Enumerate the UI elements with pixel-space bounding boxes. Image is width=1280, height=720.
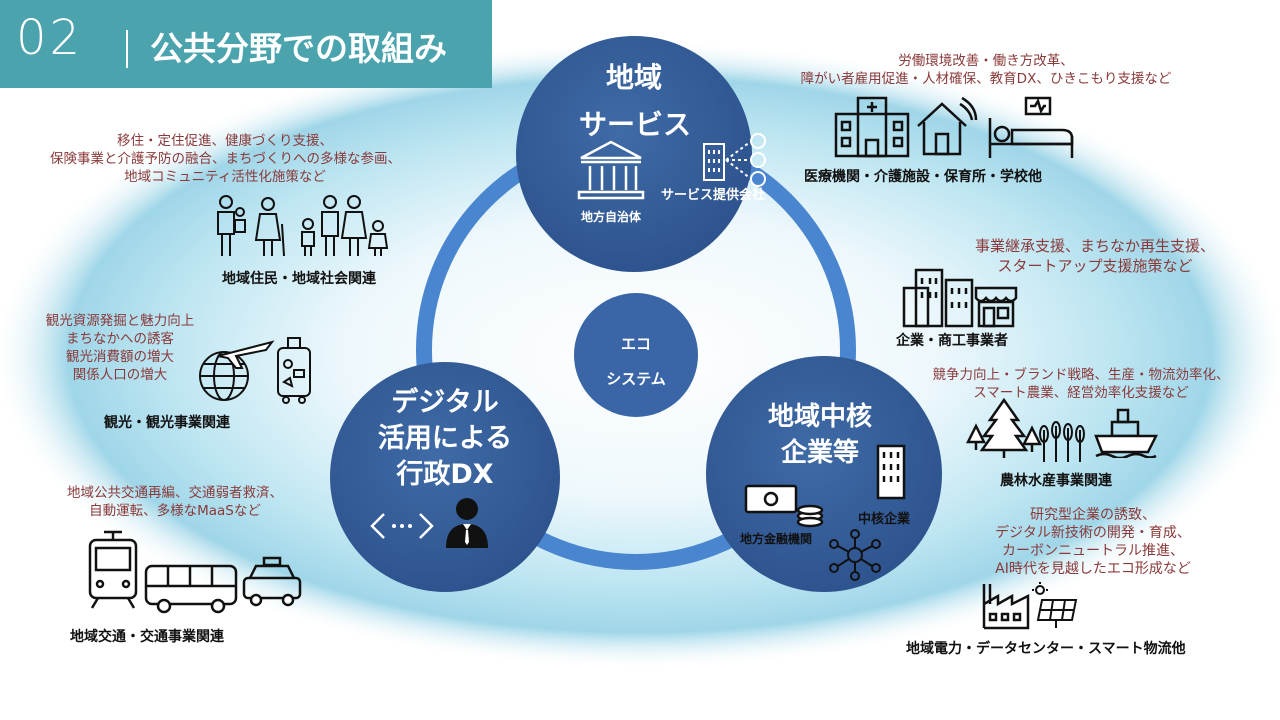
factory-icon <box>978 580 1032 632</box>
service-provider-label: サービス提供会社 <box>660 188 765 203</box>
header-divider <box>126 30 128 68</box>
forest-icon <box>966 396 1042 458</box>
tourism-category: 観光・観光事業関連 <box>104 415 230 431</box>
circle-digital-dx-title-3: 行政DX <box>396 459 494 490</box>
circle-core-companies-title-1: 地域中核 <box>767 402 872 432</box>
center-label-2: システム <box>606 370 666 388</box>
code-icon <box>370 508 434 544</box>
taxi-icon <box>242 556 302 608</box>
header-banner: 02 公共分野での取組み <box>0 0 492 88</box>
service-network-icon <box>700 132 772 188</box>
agri-note: 競争力向上・ブランド戦略、生産・物流効率化、スマート農業、経営効率化支援など <box>932 367 1230 401</box>
circle-regional-services-title-2: サービス <box>578 108 691 141</box>
network-nodes-icon <box>828 528 882 582</box>
transport-note: 地域公共交通再編、交通弱者救済、自動運転、多様なMaaSなど <box>67 485 283 519</box>
commerce-note: 事業継承支援、まちなか再生支援、スタートアップ支援施策など <box>974 237 1215 275</box>
center-label-1: エコ <box>620 335 651 353</box>
center-circle <box>574 293 698 417</box>
medical-note: 労働環境改善・働き方改革、障がい者雇用促進・人材確保、教育DX、ひきこもり支援な… <box>800 53 1172 87</box>
tourism-note: 観光資源発掘と魅力向上まちなかへの誘客観光消費額の増大関係人口の増大 <box>45 313 195 383</box>
travel-globe-plane-icon <box>196 334 276 406</box>
residents-note: 移住・定住促進、健康づくり支援、保険事業と介護予防の融合、まちづくりへの多様な参… <box>50 133 401 185</box>
circle-digital-dx-title-2: 活用による <box>377 423 513 454</box>
circle-core-companies-title-2: 企業等 <box>780 438 859 468</box>
office-tower-icon <box>874 444 908 500</box>
patient-bed-icon <box>986 96 1076 160</box>
office-buildings-icon <box>902 266 976 328</box>
transport-category: 地域交通・交通事業関連 <box>70 629 224 645</box>
residents-category: 地域住民・地域社会関連 <box>222 271 376 287</box>
local-government-label: 地方自治体 <box>580 210 641 224</box>
circle-digital-dx-title-1: デジタル <box>391 387 499 418</box>
page-title: 公共分野での取組み <box>150 29 447 68</box>
money-icon <box>744 482 824 528</box>
government-building-icon <box>576 138 646 202</box>
storefront-icon <box>974 284 1018 328</box>
circle-regional-services-title-1: 地域 <box>605 61 662 94</box>
circle-digital-dx <box>330 362 560 592</box>
commerce-category: 企業・商工事業者 <box>896 333 1008 349</box>
energy-category: 地域電力・データセンター・スマート物流他 <box>906 641 1186 657</box>
train-icon <box>84 530 142 610</box>
core-company-label: 中核企業 <box>857 512 910 527</box>
solar-panel-icon <box>1030 582 1080 630</box>
regional-bank-label: 地方金融機関 <box>739 532 812 546</box>
wheat-icon <box>1036 420 1090 462</box>
agri-category: 農林水産事業関連 <box>1000 473 1112 489</box>
suitcase-icon <box>274 334 314 404</box>
energy-note: 研究型企業の誘致、デジタル新技術の開発・育成、カーボンニュートラル推進、AI時代… <box>995 507 1191 577</box>
family-people-icon <box>212 194 392 260</box>
medical-category: 医療機関・介護施設・保育所・学校他 <box>804 169 1042 185</box>
home-care-icon <box>914 96 978 158</box>
official-person-icon <box>444 496 490 548</box>
bus-icon <box>144 562 238 614</box>
fishing-ship-icon <box>1094 406 1158 458</box>
hospital-icon <box>832 94 912 158</box>
section-number: 02 <box>16 10 84 66</box>
